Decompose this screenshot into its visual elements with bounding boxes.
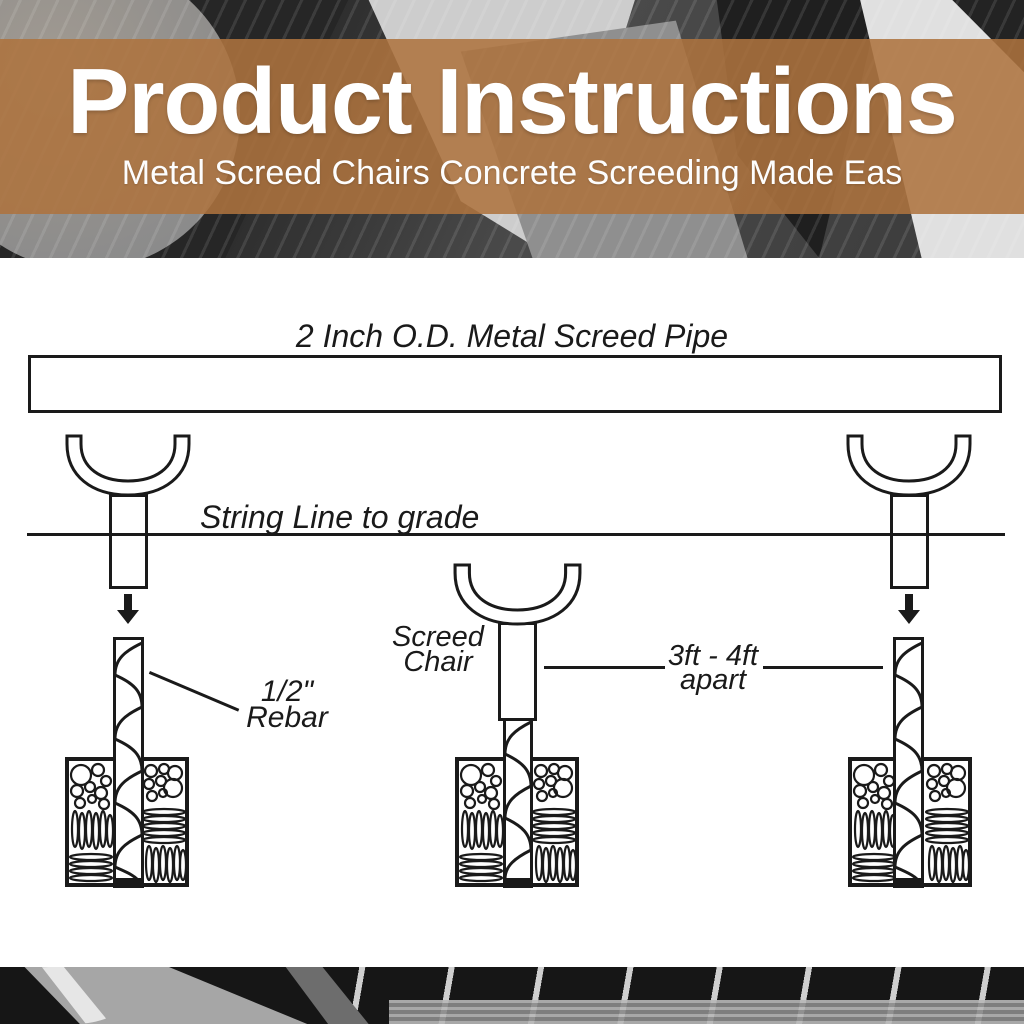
screed-chair-left-cup bbox=[65, 434, 191, 497]
rebar-leader-line bbox=[148, 671, 240, 712]
title-banner: Product Instructions Metal Screed Chairs… bbox=[0, 39, 1024, 214]
footer-photo bbox=[0, 967, 1024, 1024]
screed-pipe bbox=[28, 355, 1002, 413]
screed-chair-right-stem bbox=[890, 494, 929, 589]
down-arrow-icon bbox=[117, 610, 139, 624]
spacing-label-line2: apart bbox=[679, 664, 747, 696]
page-title: Product Instructions bbox=[67, 49, 957, 153]
pipe-label: 2 Inch O.D. Metal Screed Pipe bbox=[295, 318, 729, 354]
spacing-label-line1: 3ft - 4ft bbox=[667, 640, 759, 672]
string-line bbox=[27, 533, 1005, 536]
rebar-right bbox=[893, 637, 924, 888]
screed-chair-left-stem bbox=[109, 494, 148, 589]
screed-chair-label-line1: Screed bbox=[392, 621, 484, 653]
spacing-dimension-line-right bbox=[763, 666, 883, 669]
photo-shape-light-band bbox=[24, 967, 308, 1024]
rebar-label: 1/2" Rebar bbox=[232, 675, 342, 734]
down-arrow-icon bbox=[124, 594, 132, 611]
rebar-label-line1: 1/2" bbox=[260, 675, 314, 708]
down-arrow-icon bbox=[905, 594, 913, 611]
photo-facade-ledge bbox=[389, 1000, 1024, 1024]
spacing-label: 3ft - 4ft apart bbox=[658, 640, 768, 696]
screed-chair-center-stem bbox=[498, 622, 537, 721]
rebar-center bbox=[503, 718, 533, 888]
down-arrow-icon bbox=[898, 610, 920, 624]
string-line-label: String Line to grade bbox=[200, 499, 480, 535]
rebar-label-line2: Rebar bbox=[246, 701, 328, 734]
page-subtitle: Metal Screed Chairs Concrete Screeding M… bbox=[121, 154, 903, 192]
screed-chair-center-cup bbox=[453, 563, 582, 626]
rebar-left bbox=[113, 637, 144, 888]
screed-chair-label: Screed Chair bbox=[383, 621, 493, 678]
screed-chair-label-line2: Chair bbox=[403, 646, 473, 678]
header-photo: Product Instructions Metal Screed Chairs… bbox=[0, 0, 1024, 258]
spacing-dimension-line-left bbox=[544, 666, 665, 669]
screed-chair-right-cup bbox=[846, 434, 972, 497]
